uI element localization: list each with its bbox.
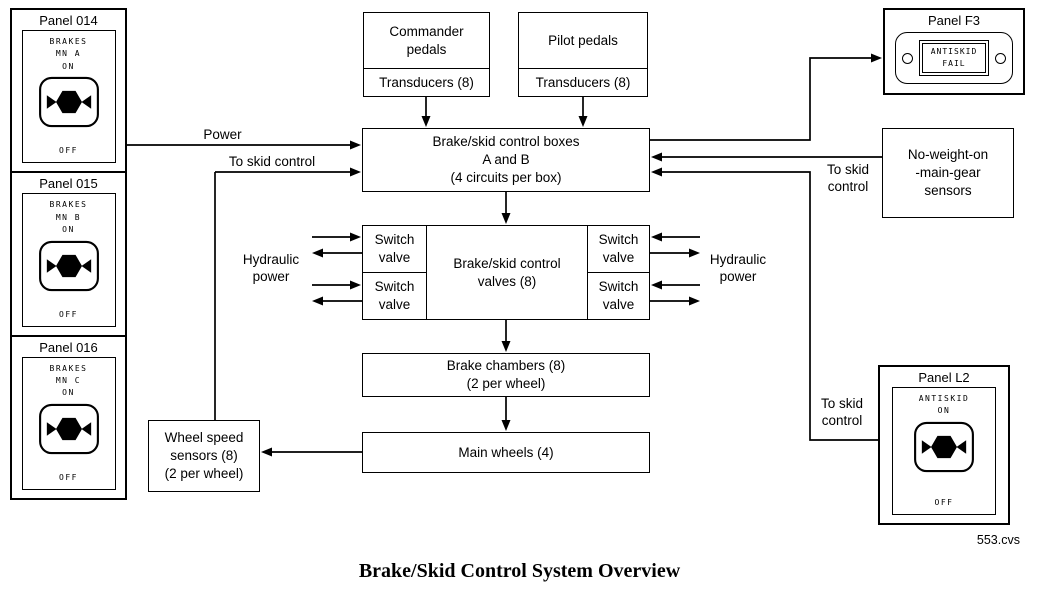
switch-valve-box: Switch valve xyxy=(588,226,649,273)
panel-f3: Panel F3 ANTISKID FAIL xyxy=(883,8,1025,95)
panel-l2: Panel L2 ANTISKID ON OFF xyxy=(878,365,1010,525)
pilot-pedals-box: Pilot pedals Transducers (8) xyxy=(518,12,648,97)
panel-f3-title: Panel F3 xyxy=(927,13,981,28)
panel-014-title: Panel 014 xyxy=(39,13,98,28)
panel-014-off-label: OFF xyxy=(59,146,78,156)
panel-015: Panel 015 BRAKES MN B ON OFF xyxy=(12,173,125,337)
antiskid-fail-label: ANTISKID FAIL xyxy=(921,43,987,73)
main-wheels-box: Main wheels (4) xyxy=(362,432,650,473)
panel-016-title: Panel 016 xyxy=(39,339,98,355)
panel-014: Panel 014 BRAKES MN A ON OFF xyxy=(12,10,125,174)
no-weight-sensors-box: No-weight-on -main-gear sensors xyxy=(882,128,1014,218)
commander-pedals-label: Commander pedals xyxy=(364,13,489,69)
indicator-bezel: ANTISKID FAIL xyxy=(918,40,990,76)
wheel-speed-sensors-box: Wheel speed sensors (8) (2 per wheel) xyxy=(148,420,260,492)
brake-panels-group: Panel 014 BRAKES MN A ON OFF Panel 015 B… xyxy=(10,8,127,500)
panel-014-switch-plate: BRAKES MN A ON OFF xyxy=(21,30,116,164)
toggle-switch-icon xyxy=(38,403,99,454)
to-skid-control-upper-right-label: To skid control xyxy=(826,162,870,195)
panel-l2-off-label: OFF xyxy=(934,498,954,507)
power-label: Power xyxy=(203,127,242,142)
panel-014-switch-label: BRAKES MN A ON xyxy=(49,37,88,71)
brake-chambers-box: Brake chambers (8) (2 per wheel) xyxy=(362,353,650,397)
panel-016: Panel 016 BRAKES MN C ON OFF xyxy=(12,337,125,498)
panel-015-title: Panel 015 xyxy=(39,176,98,192)
toggle-switch-icon xyxy=(914,421,974,472)
panel-016-switch-plate: BRAKES MN C ON OFF xyxy=(21,356,116,490)
commander-transducers-label: Transducers (8) xyxy=(379,74,474,90)
switch-valve-box: Switch valve xyxy=(374,279,415,312)
hydraulic-power-right-label: Hydraulic power xyxy=(709,252,767,285)
hydraulic-power-left-label: Hydraulic power xyxy=(242,252,300,285)
left-switch-valves: Switch valve Switch valve xyxy=(363,226,427,319)
to-skid-control-left-label: To skid control xyxy=(228,154,316,169)
brake-skid-control-boxes: Brake/skid control boxes A and B (4 circ… xyxy=(362,128,650,192)
pilot-pedals-label: Pilot pedals xyxy=(519,13,647,69)
panel-016-off-label: OFF xyxy=(59,472,78,482)
figure-caption: Brake/Skid Control System Overview xyxy=(358,560,681,582)
panel-015-switch-label: BRAKES MN B ON xyxy=(49,200,88,235)
brake-skid-control-valves-box: Brake/skid control valves (8) xyxy=(453,255,561,289)
right-switch-valves: Switch valve Switch valve xyxy=(587,226,649,319)
screw-icon xyxy=(901,52,913,64)
control-valves-assembly: Switch valve Switch valve Brake/skid con… xyxy=(362,225,650,320)
panel-016-switch-label: BRAKES MN C ON xyxy=(49,363,88,398)
toggle-switch-icon xyxy=(38,77,99,128)
panel-l2-switch-plate: ANTISKID ON OFF xyxy=(892,387,996,515)
figure-file-reference: 553.cvs xyxy=(976,533,1020,547)
switch-valve-box: Switch valve xyxy=(363,226,426,273)
switch-valve-box: Switch valve xyxy=(598,279,639,312)
panel-l2-switch-label: ANTISKID ON xyxy=(918,394,970,416)
screw-icon xyxy=(995,52,1007,64)
panel-015-switch-plate: BRAKES MN B ON OFF xyxy=(21,193,116,327)
to-skid-control-lower-right-label: To skid control xyxy=(820,396,864,429)
panel-l2-title: Panel L2 xyxy=(918,370,970,385)
commander-pedals-box: Commander pedals Transducers (8) xyxy=(363,12,490,97)
pilot-transducers-label: Transducers (8) xyxy=(535,74,631,90)
antiskid-fail-indicator: ANTISKID FAIL xyxy=(895,32,1013,84)
panel-015-off-label: OFF xyxy=(59,309,78,319)
toggle-switch-icon xyxy=(38,240,99,291)
